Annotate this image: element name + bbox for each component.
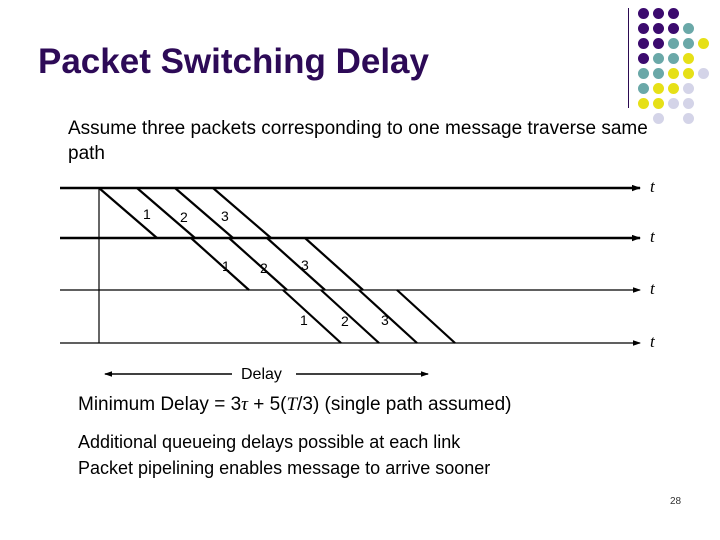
deco-dot <box>653 98 664 109</box>
formula-suffix: /3) (single path assumed) <box>297 394 512 415</box>
packet-label-band2-1: 1 <box>222 258 230 274</box>
packet-label-band3-1: 1 <box>300 312 308 328</box>
packet-edge-band3-1 <box>320 289 380 344</box>
deco-dot <box>653 113 664 124</box>
page-title: Packet Switching Delay <box>38 42 429 81</box>
deco-dot <box>668 83 679 94</box>
packet-label-band1-1: 1 <box>143 206 151 222</box>
time-axis-label-3: t <box>650 279 655 298</box>
page-number: 28 <box>670 496 682 507</box>
deco-dot <box>653 53 664 64</box>
deco-dot <box>653 83 664 94</box>
packet-label-band3-3: 3 <box>381 312 389 328</box>
deco-dot <box>668 68 679 79</box>
deco-dot <box>653 38 664 49</box>
deco-dot <box>683 68 694 79</box>
deco-dot <box>638 83 649 94</box>
deco-dot <box>698 38 709 49</box>
minimum-delay-formula: Minimum Delay = 3τ + 5(T/3) (single path… <box>78 394 511 416</box>
deco-dot <box>668 98 679 109</box>
packet-label-band2-3: 3 <box>301 257 309 273</box>
deco-dot <box>653 68 664 79</box>
deco-dot <box>698 68 709 79</box>
packet-edge-band3-0 <box>282 289 342 344</box>
deco-dot <box>683 38 694 49</box>
deco-dot <box>653 8 664 19</box>
subtitle-text: Assume three packets corresponding to on… <box>68 118 648 164</box>
deco-dot <box>638 38 649 49</box>
time-axis-label-2: t <box>650 227 655 246</box>
deco-dot <box>638 23 649 34</box>
deco-dot <box>683 23 694 34</box>
formula-prefix: Minimum Delay = 3 <box>78 394 242 415</box>
deco-dot <box>683 83 694 94</box>
header-divider-line <box>628 8 629 108</box>
formula-T-symbol: T <box>286 394 298 415</box>
note-queueing-delays: Additional queueing delays possible at e… <box>78 432 461 452</box>
deco-dot <box>668 8 679 19</box>
packet-edge-band3-3 <box>396 289 456 344</box>
deco-dot <box>653 23 664 34</box>
deco-dot <box>683 113 694 124</box>
deco-dot <box>668 38 679 49</box>
deco-dot <box>683 53 694 64</box>
deco-dot <box>683 98 694 109</box>
packet-label-band2-2: 2 <box>260 260 268 276</box>
time-axis-label-1: t <box>650 177 655 196</box>
packet-edge-band2-3 <box>304 237 364 291</box>
packet-label-band1-2: 2 <box>180 209 188 225</box>
deco-dot <box>668 23 679 34</box>
diagram-packet-lines <box>98 187 456 344</box>
packet-label-band3-2: 2 <box>341 313 349 329</box>
formula-mid: + 5( <box>247 394 287 415</box>
time-axis-label-4: t <box>650 332 655 351</box>
formula-tau-symbol: τ <box>241 394 248 415</box>
packet-edge-band2-0 <box>190 237 250 291</box>
note-packet-pipelining: Packet pipelining enables message to arr… <box>78 458 491 478</box>
packet-edge-band2-2 <box>266 237 326 291</box>
deco-dot <box>638 98 649 109</box>
delay-caption-label: Delay <box>241 366 282 383</box>
deco-dot <box>638 68 649 79</box>
decorative-dot-grid <box>638 8 714 124</box>
packet-label-band1-3: 3 <box>221 208 229 224</box>
deco-dot <box>668 53 679 64</box>
packet-edge-band2-1 <box>228 237 288 291</box>
deco-dot <box>638 53 649 64</box>
deco-dot <box>638 8 649 19</box>
